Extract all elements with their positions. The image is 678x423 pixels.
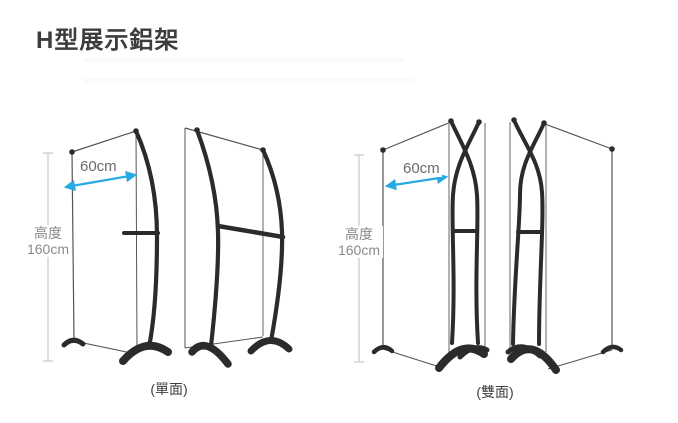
page-title: H型展示鋁架 (36, 27, 180, 54)
pole-knob (448, 118, 454, 124)
pole-knob (541, 120, 547, 126)
height-label-text: 高度 (345, 226, 373, 242)
height-label-single: 高度 160cm (24, 225, 72, 257)
single-frame-edge-view (61, 128, 172, 365)
width-arrow-icon (384, 172, 449, 191)
base-foot (600, 344, 624, 355)
caption-single-sided: (單面) (150, 381, 188, 397)
base-foot (247, 337, 293, 355)
faint-watermark-line (84, 57, 404, 62)
pole-knob (260, 147, 266, 153)
double-sided-group (354, 117, 624, 374)
base-foot (457, 345, 490, 360)
height-label-double: 高度 160cm (335, 226, 383, 258)
height-value-text: 160cm (26, 241, 70, 257)
pole-knob (69, 149, 75, 155)
base-foot (61, 337, 86, 348)
base-foot (435, 344, 488, 372)
width-label-double: 60cm (401, 160, 442, 177)
caption-double-sided: (雙面) (476, 384, 514, 400)
pole-knob (609, 146, 615, 152)
pole-knob (133, 128, 139, 134)
base-foot (188, 342, 232, 368)
single-sided-group (43, 127, 293, 368)
width-arrow-icon (63, 170, 138, 192)
base-foot (371, 345, 395, 355)
pole-knob (194, 127, 200, 133)
height-label-text: 高度 (34, 225, 62, 241)
faint-watermark-line (84, 78, 414, 83)
double-frame-left (371, 118, 490, 372)
pole-knob (511, 117, 517, 123)
height-dimension-line (354, 154, 364, 363)
double-frame-right (505, 117, 624, 374)
base-foot (505, 344, 543, 359)
pole-knob (380, 147, 386, 153)
height-value-text: 160cm (337, 242, 381, 258)
height-dimension-line (43, 152, 53, 362)
crossbar (215, 223, 286, 240)
single-frame-front-view (184, 127, 293, 368)
base-foot (119, 341, 172, 365)
width-label-single: 60cm (78, 158, 119, 175)
pole-knob (476, 119, 482, 125)
